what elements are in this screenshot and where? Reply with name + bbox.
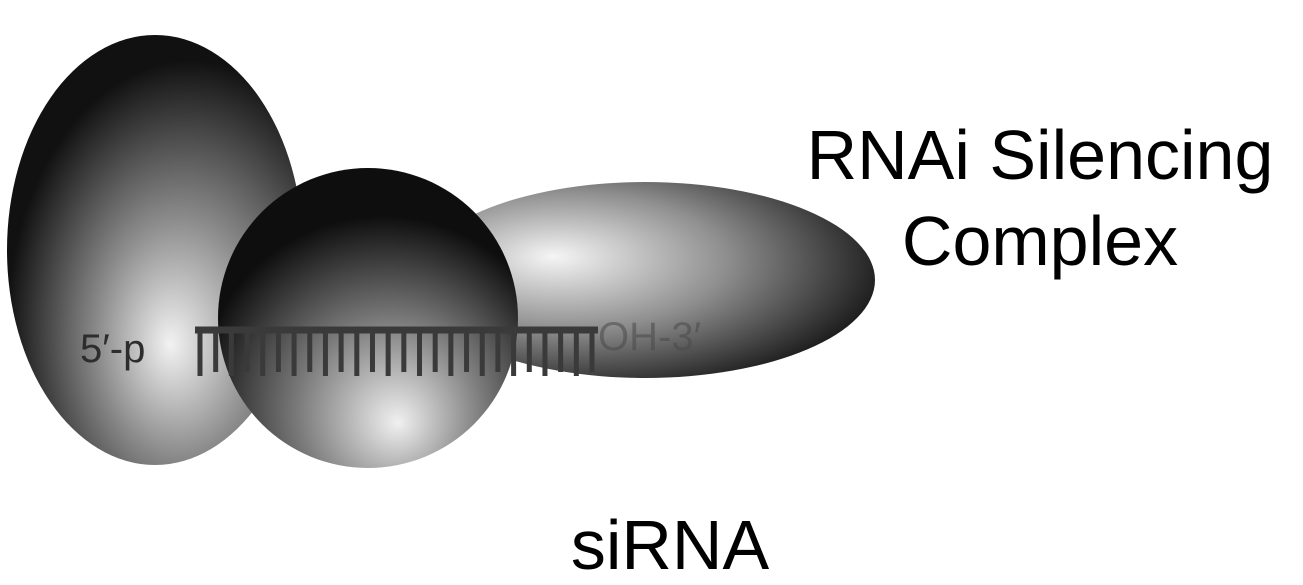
complex-label: RNAi Silencing Complex [780,112,1300,284]
complex-label-line1: RNAi Silencing [780,112,1300,198]
protein-domain-center [218,168,518,468]
complex-label-line2: Complex [780,198,1300,284]
three-prime-label: OH-3′ [598,315,701,359]
five-prime-label: 5′-p [80,327,145,371]
sirna-label: siRNA [540,505,800,585]
